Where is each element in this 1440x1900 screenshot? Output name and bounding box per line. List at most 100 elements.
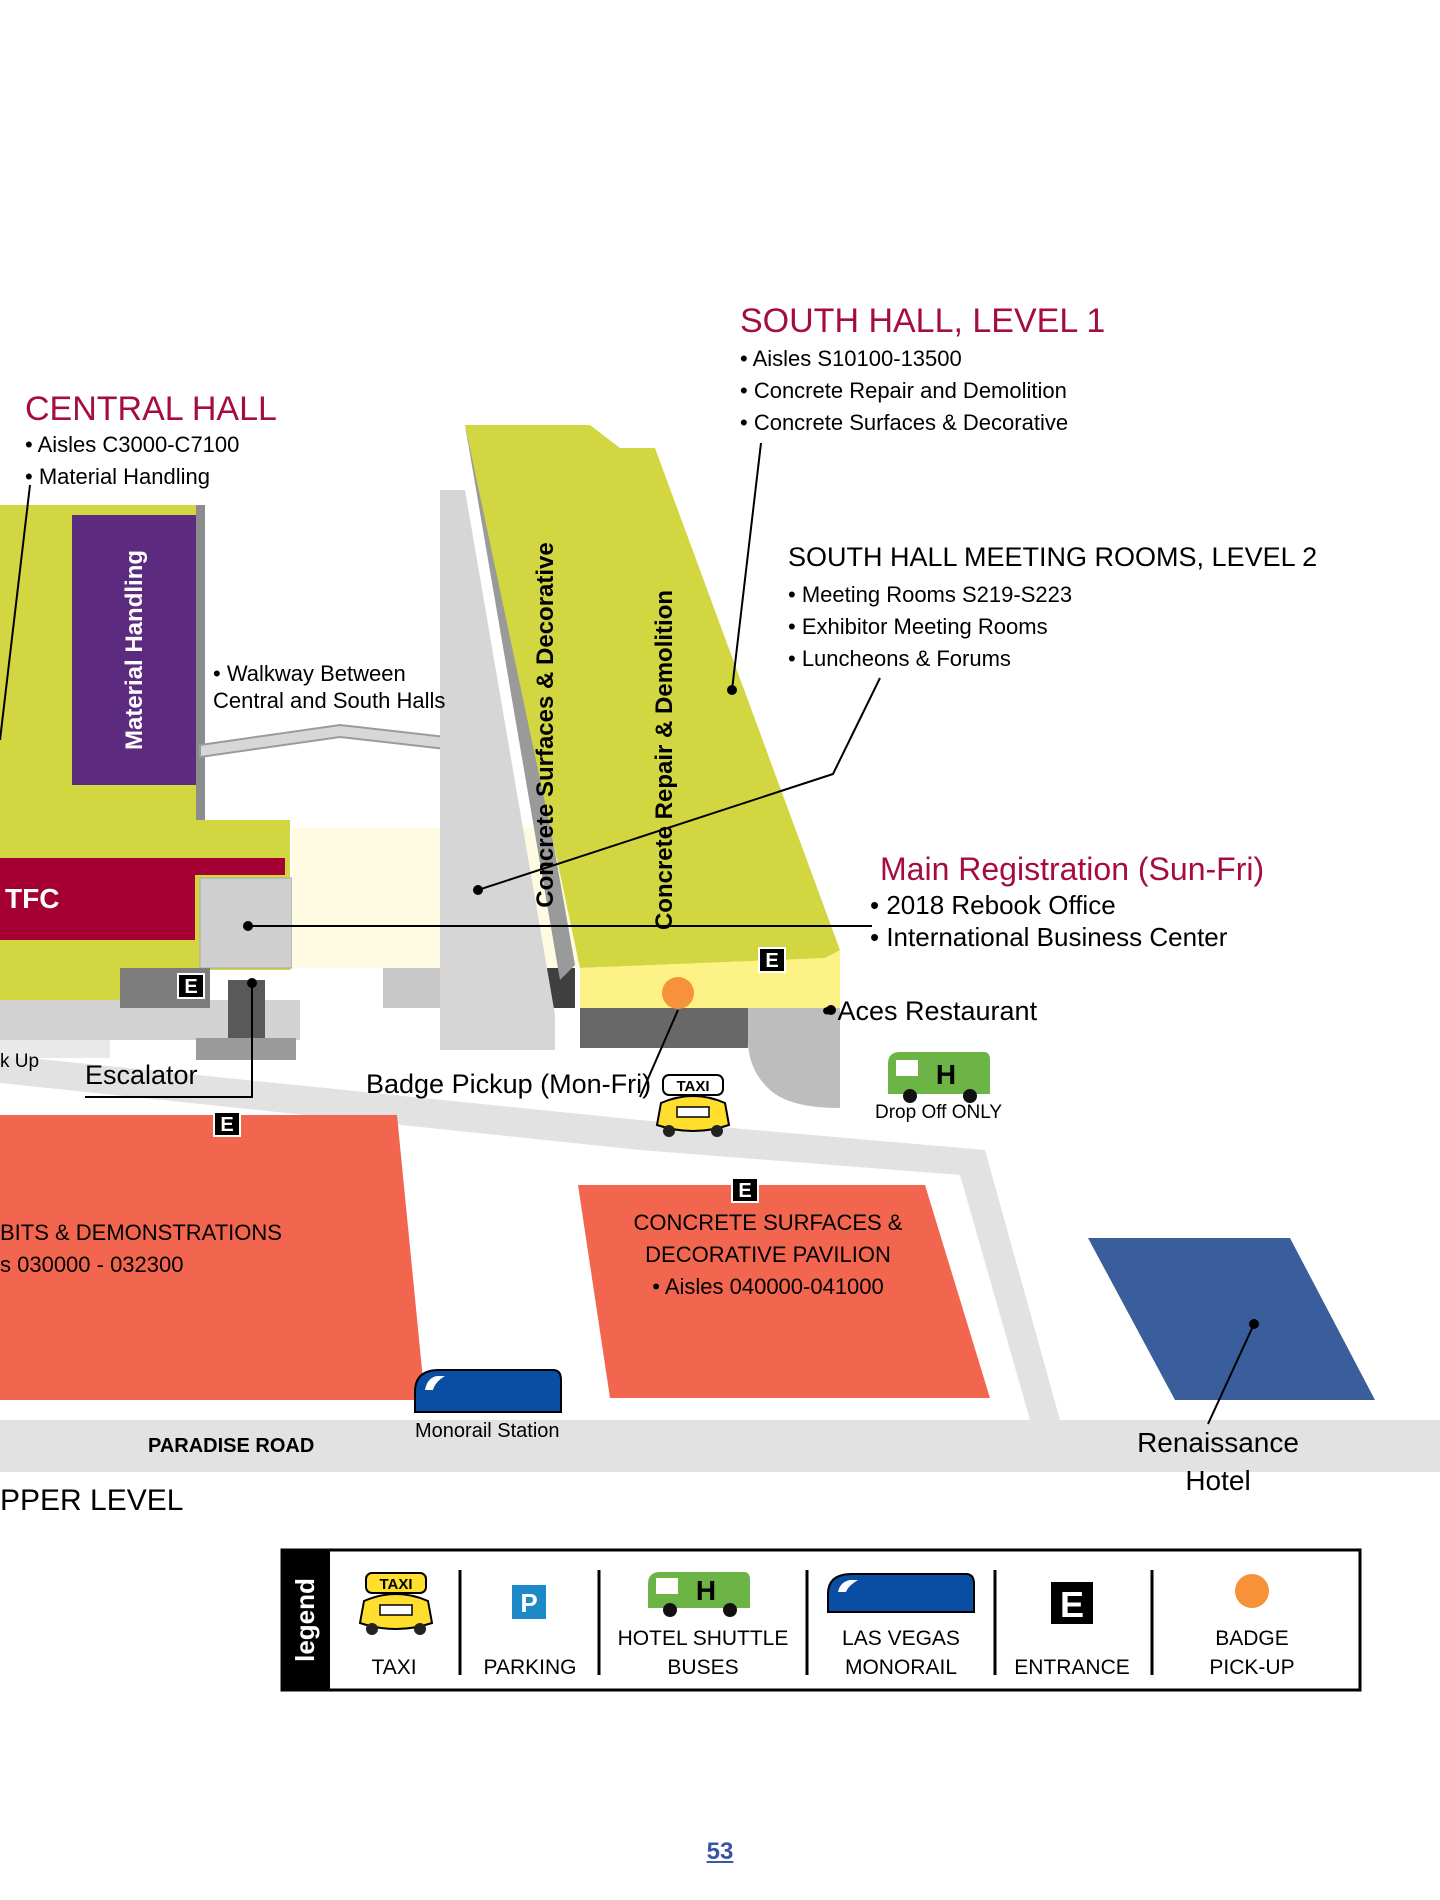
meeting-rooms-title: SOUTH HALL MEETING ROOMS, LEVEL 2 (788, 542, 1317, 572)
lower-plaza (0, 1035, 110, 1058)
legend-frame (280, 1548, 1362, 1692)
outdoor-exhibits (0, 1115, 1375, 1400)
hotel-shuttle-icon: H (648, 1572, 750, 1617)
svg-text:E: E (184, 976, 197, 998)
renaissance-label: Renaissance (1137, 1427, 1299, 1458)
south-hall-leader (731, 442, 762, 691)
svg-text:E: E (220, 1114, 233, 1136)
legend-label: HOTEL SHUTTLE (618, 1627, 789, 1650)
exhibits-label: s 030000 - 032300 (0, 1252, 184, 1277)
legend-label: ENTRANCE (1014, 1656, 1130, 1679)
legend: legend TAXI TAXI P PARKING H (280, 1548, 1362, 1692)
meeting-rooms-item: • Luncheons & Forums (788, 646, 1011, 671)
south-hall-item: • Concrete Repair and Demolition (740, 378, 1067, 403)
legend-title-bar (282, 1550, 330, 1690)
parking-icon: P (512, 1585, 546, 1619)
entrance-icon: E (758, 947, 786, 973)
exhibits-label: BITS & DEMONSTRATIONS (0, 1220, 282, 1245)
badge-pickup-icon (1235, 1574, 1269, 1608)
escalator-label: Escalator (85, 1060, 198, 1090)
aces-restaurant-top (748, 958, 840, 1008)
concrete-surfaces-vertical-label: Concrete Surfaces & Decorative (532, 542, 559, 907)
legend-label: BADGE (1215, 1627, 1289, 1650)
south-hall-item: • Aisles S10100-13500 (740, 346, 962, 371)
upper-level-label: PPER LEVEL (0, 1484, 183, 1517)
svg-text:E: E (1060, 1584, 1084, 1625)
svg-text:E: E (765, 950, 778, 972)
central-hall-item: • Aisles C3000-C7100 (25, 432, 239, 457)
badge-pickup-leader (639, 1009, 679, 1098)
pavilion-label: CONCRETE SURFACES & (634, 1210, 903, 1235)
svg-text:E: E (738, 1180, 751, 1202)
entrance-markers: E E E E (177, 947, 786, 1203)
paradise-road-label: PARADISE ROAD (148, 1435, 314, 1457)
legend-label: LAS VEGAS (842, 1627, 960, 1650)
south-hall-base (580, 1008, 748, 1048)
south-hall-item: • Concrete Surfaces & Decorative (740, 410, 1068, 435)
page-number[interactable]: 53 (706, 1838, 734, 1865)
renaissance-leader (1207, 1323, 1255, 1425)
walkway-label: Central and South Halls (213, 688, 445, 713)
material-handling-block (72, 515, 196, 785)
material-handling-label: Material Handling (121, 550, 148, 750)
renaissance-label: Hotel (1185, 1465, 1250, 1496)
pavilion-label: • Aisles 040000-041000 (652, 1274, 884, 1299)
escalator-dark (196, 1038, 296, 1060)
labels: SOUTH HALL, LEVEL 1 • Aisles S10100-1350… (0, 302, 1317, 1517)
svg-text:P: P (520, 1588, 537, 1618)
entrance-icon: E (731, 1177, 759, 1203)
monorail-icon (827, 1573, 975, 1613)
aces-restaurant-drum (748, 1008, 840, 1108)
svg-text:TAXI: TAXI (379, 1576, 412, 1593)
legend-label: MONORAIL (845, 1656, 957, 1679)
meeting-rooms-leader (477, 677, 881, 891)
renaissance-hotel-block (1088, 1238, 1375, 1400)
pavilion-label: DECORATIVE PAVILION (645, 1242, 891, 1267)
entrance-icon: E (1051, 1582, 1093, 1625)
roads (0, 1035, 1440, 1472)
taxi-icon: TAXI (358, 1572, 434, 1635)
central-hall-edge (196, 505, 205, 820)
badge-pickup-label: Badge Pickup (Mon-Fri) (366, 1069, 651, 1099)
central-hall: Material Handling TFC (0, 505, 300, 1060)
svg-text:H: H (936, 1059, 956, 1090)
svg-text:H: H (696, 1575, 716, 1606)
exhibits-demonstrations-block (0, 1115, 425, 1400)
legend-dividers (458, 1570, 1154, 1675)
svg-text:TAXI: TAXI (676, 1078, 709, 1095)
plaza-road (640, 1120, 1060, 1420)
main-registration-item: • 2018 Rebook Office (870, 890, 1116, 920)
central-hall-title: CENTRAL HALL (25, 390, 277, 428)
walkway-label: • Walkway Between (213, 661, 406, 686)
legend-label: BUSES (667, 1656, 738, 1679)
central-hall-item: • Material Handling (25, 464, 210, 489)
monorail-icon (414, 1369, 562, 1413)
leader-dots (243, 685, 1259, 1329)
entry-road (0, 1055, 640, 1150)
entrance-icon: E (213, 1111, 241, 1137)
south-hall-title: SOUTH HALL, LEVEL 1 (740, 302, 1105, 340)
concrete-repair-vertical-label: Concrete Repair & Demolition (651, 590, 678, 930)
escalator-leader (85, 983, 253, 1098)
tfc-block (0, 858, 285, 940)
taxi-icon: TAXI (655, 1074, 731, 1137)
badge-pickup-marker (662, 977, 694, 1009)
central-hall-leader (0, 484, 31, 741)
legend-title: legend (290, 1578, 320, 1662)
central-hall-shadow (0, 1000, 300, 1040)
meeting-rooms-item: • Exhibitor Meeting Rooms (788, 614, 1048, 639)
south-hall-roof (465, 425, 840, 968)
drop-off-label: Drop Off ONLY (875, 1102, 1002, 1123)
main-registration-item: • International Business Center (870, 922, 1228, 952)
shuttle-bus-icon: H (888, 1052, 990, 1103)
south-hall-wall (465, 425, 575, 980)
south-hall: Concrete Surfaces & Decorative Concrete … (440, 425, 840, 1108)
escalator-block (228, 980, 265, 1050)
pavilion-block (578, 1185, 990, 1398)
legend-label: PICK-UP (1209, 1656, 1294, 1679)
pickup-partial-label: k Up (0, 1051, 39, 1072)
leader-lines (0, 442, 1255, 1425)
aces-restaurant-label: • Aces Restaurant (822, 996, 1038, 1026)
entrance-icon: E (177, 973, 205, 999)
